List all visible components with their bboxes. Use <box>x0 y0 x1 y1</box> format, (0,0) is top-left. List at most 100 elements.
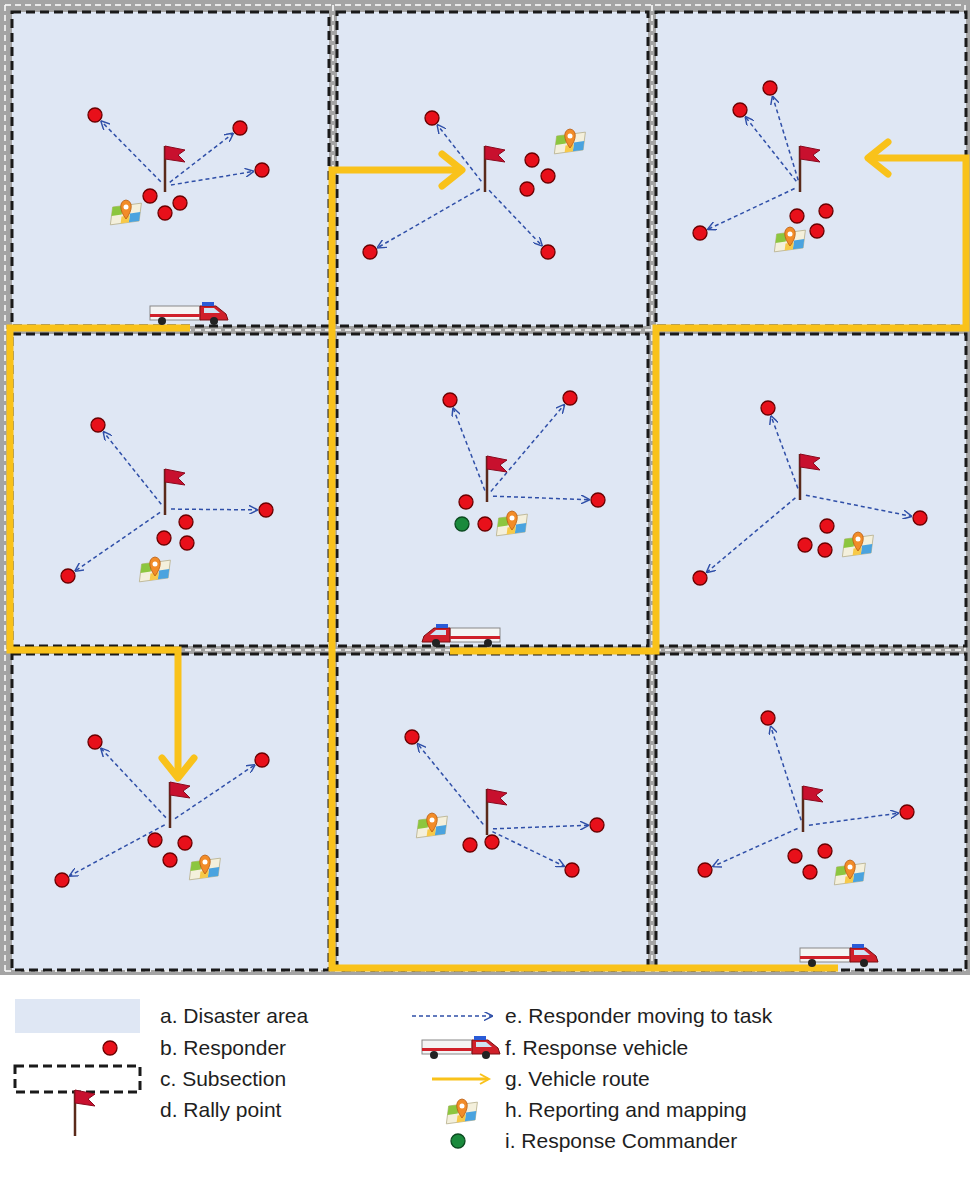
responder <box>563 391 577 405</box>
legend-swatch <box>15 999 140 1033</box>
task-arrow <box>418 744 484 824</box>
reporting-map <box>496 511 527 536</box>
subsection-content <box>363 111 585 259</box>
route-arrow-head <box>868 142 888 174</box>
responder <box>693 571 707 585</box>
response-vehicle <box>800 944 878 967</box>
responder <box>405 730 419 744</box>
responder <box>443 393 457 407</box>
responder <box>157 531 171 545</box>
responder <box>158 206 172 220</box>
response-commander <box>455 517 469 531</box>
vehicle-route <box>10 328 190 778</box>
responder <box>541 245 555 259</box>
reporting-map <box>139 557 170 582</box>
reporting-map <box>554 129 585 154</box>
task-arrow <box>713 828 797 866</box>
response-commander <box>451 1134 465 1148</box>
road-line <box>4 5 6 971</box>
reporting-map <box>842 532 873 557</box>
task-arrow <box>771 727 801 821</box>
rally-point <box>487 456 507 502</box>
legend-route-head <box>480 1074 489 1084</box>
responder <box>180 536 194 550</box>
rally-point <box>487 789 507 835</box>
responder <box>591 493 605 507</box>
subsection-content <box>443 391 605 536</box>
responder <box>803 865 817 879</box>
responder <box>693 226 707 240</box>
responder <box>900 805 914 819</box>
responder <box>790 209 804 223</box>
responder <box>485 835 499 849</box>
legend-subsection <box>15 1066 140 1092</box>
task-arrow <box>75 512 160 570</box>
task-arrow <box>773 97 799 181</box>
task-arrow <box>491 405 564 492</box>
reporting-map <box>416 813 447 838</box>
responder <box>520 182 534 196</box>
responder <box>179 515 193 529</box>
task-arrow <box>493 825 588 828</box>
responder <box>143 189 157 203</box>
responder <box>798 538 812 552</box>
rally-point <box>803 786 823 832</box>
responder <box>173 196 187 210</box>
responder <box>541 169 555 183</box>
task-arrow <box>746 117 797 181</box>
responder <box>103 1041 117 1055</box>
legend-text: i. Response Commander <box>505 1128 737 1154</box>
responder <box>820 519 834 533</box>
responder <box>463 838 477 852</box>
legend-text: h. Reporting and mapping <box>505 1097 747 1123</box>
subsection <box>337 334 648 646</box>
legend-samples <box>15 1016 500 1148</box>
subsection-content <box>55 735 269 887</box>
response-vehicle <box>422 624 500 647</box>
legend-text: e. Responder moving to task <box>505 1003 772 1029</box>
task-arrow <box>489 190 542 245</box>
reporting-map <box>774 227 805 252</box>
task-arrow <box>171 171 253 185</box>
responder <box>913 511 927 525</box>
responder <box>91 418 105 432</box>
rally-point <box>485 146 505 192</box>
subsection <box>656 654 966 970</box>
task-arrow <box>493 496 589 499</box>
responder <box>788 849 802 863</box>
rally-point <box>165 146 185 192</box>
subsection-content <box>693 401 927 585</box>
task-arrow <box>771 416 798 488</box>
task-arrow <box>708 189 794 230</box>
responder <box>525 153 539 167</box>
task-arrow <box>707 498 796 572</box>
responder <box>733 103 747 117</box>
route-arrow-head <box>442 154 462 186</box>
responder <box>590 818 604 832</box>
reporting-map <box>446 1099 477 1124</box>
response-vehicle <box>150 302 228 325</box>
legend-text: c. Subsection <box>160 1066 286 1092</box>
vehicle-route <box>332 170 838 968</box>
legend-route <box>432 1078 488 1081</box>
road-ground <box>0 0 970 975</box>
task-arrow <box>70 825 165 876</box>
subsection-content <box>693 81 833 252</box>
legend-text: b. Responder <box>160 1035 286 1061</box>
cell-contents <box>55 81 927 887</box>
legend-task-arrow <box>412 1015 492 1017</box>
responder <box>763 81 777 95</box>
vehicle-routes <box>10 142 966 968</box>
responder <box>698 863 712 877</box>
responder <box>818 543 832 557</box>
route-arrow-head <box>162 758 194 778</box>
responder <box>459 495 473 509</box>
subsection-content <box>405 730 604 877</box>
responder <box>88 108 102 122</box>
response-vehicle <box>422 1036 500 1059</box>
responder <box>148 833 162 847</box>
responder <box>761 401 775 415</box>
reporting-map <box>110 200 141 225</box>
responder <box>818 844 832 858</box>
